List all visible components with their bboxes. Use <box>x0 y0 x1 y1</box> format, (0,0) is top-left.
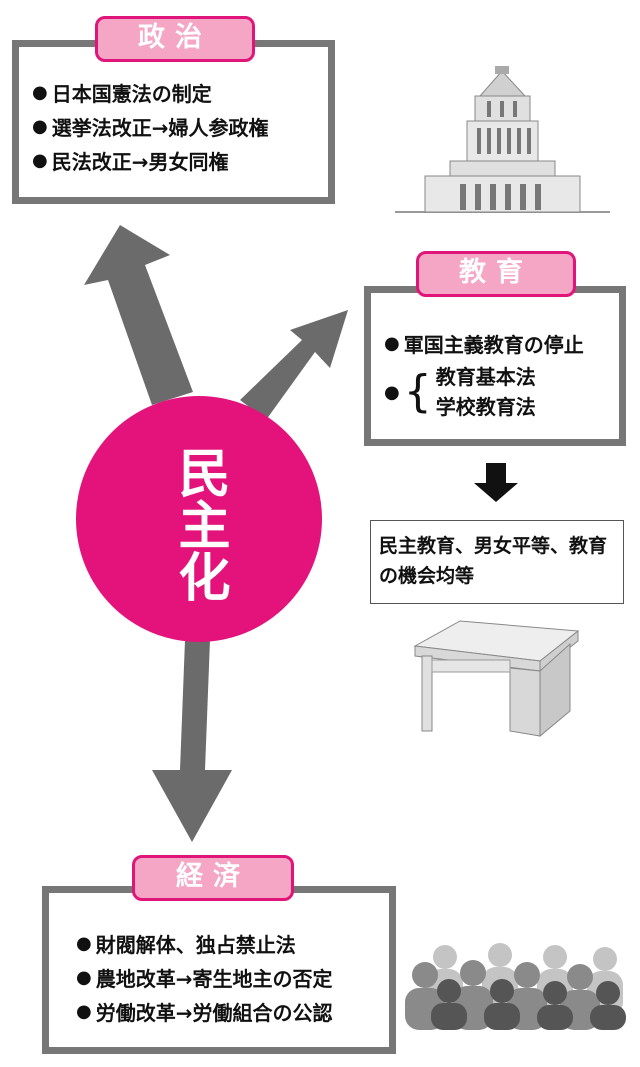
politics-list: ●日本国憲法の制定 ●選挙法改正→婦人参政権 ●民法改正→男女同権 <box>32 75 268 177</box>
education-result-box: 民主教育、男女平等、教育の機会均等 <box>370 520 624 604</box>
bullet-icon: ● <box>76 932 92 954</box>
list-item: ●財閥解体、独占禁止法 <box>76 932 296 957</box>
education-result-text: 民主教育、男女平等、教育の機会均等 <box>379 535 608 587</box>
brace-icon: { <box>403 366 432 417</box>
list-item: ●日本国憲法の制定 <box>32 81 212 106</box>
arrow-down-education <box>474 463 518 502</box>
bullet-icon: ● <box>32 149 48 171</box>
law-item: 教育基本法 <box>435 365 536 389</box>
arrow-to-education <box>240 310 348 420</box>
crowd-icon <box>405 943 626 1030</box>
arrow-to-economy <box>152 640 232 842</box>
list-item: ● { 教育基本法 学校教育法 <box>384 360 584 424</box>
bullet-icon: ● <box>32 81 48 103</box>
bullet-icon: ● <box>32 115 48 137</box>
education-tag: 教育 <box>416 251 576 297</box>
democratization-circle: 民主化 <box>76 396 322 642</box>
desk-icon <box>413 620 580 738</box>
politics-box <box>12 40 335 204</box>
law-item: 学校教育法 <box>435 395 536 419</box>
economy-list: ●財閥解体、独占禁止法 ●農地改革→寄生地主の否定 ●労働改革→労働組合の公認 <box>76 926 332 1028</box>
list-item: ●選挙法改正→婦人参政権 <box>32 115 269 140</box>
bullet-icon: ● <box>76 966 92 988</box>
bullet-icon: ● <box>384 381 400 403</box>
bullet-icon: ● <box>384 332 400 354</box>
list-item: ●民法改正→男女同権 <box>32 149 229 174</box>
list-item: ●農地改革→寄生地主の否定 <box>76 966 333 991</box>
bullet-icon: ● <box>76 1000 92 1022</box>
economy-tag: 経済 <box>132 855 294 901</box>
list-item: ●労働改革→労働組合の公認 <box>76 1000 333 1025</box>
center-label: 民主化 <box>169 446 229 602</box>
education-list: ●軍国主義教育の停止 ● { 教育基本法 学校教育法 <box>384 326 584 424</box>
politics-tag: 政治 <box>95 16 255 62</box>
arrow-to-politics <box>84 225 193 405</box>
diet-building-icon <box>395 66 610 213</box>
list-item: ●軍国主義教育の停止 <box>384 332 584 357</box>
